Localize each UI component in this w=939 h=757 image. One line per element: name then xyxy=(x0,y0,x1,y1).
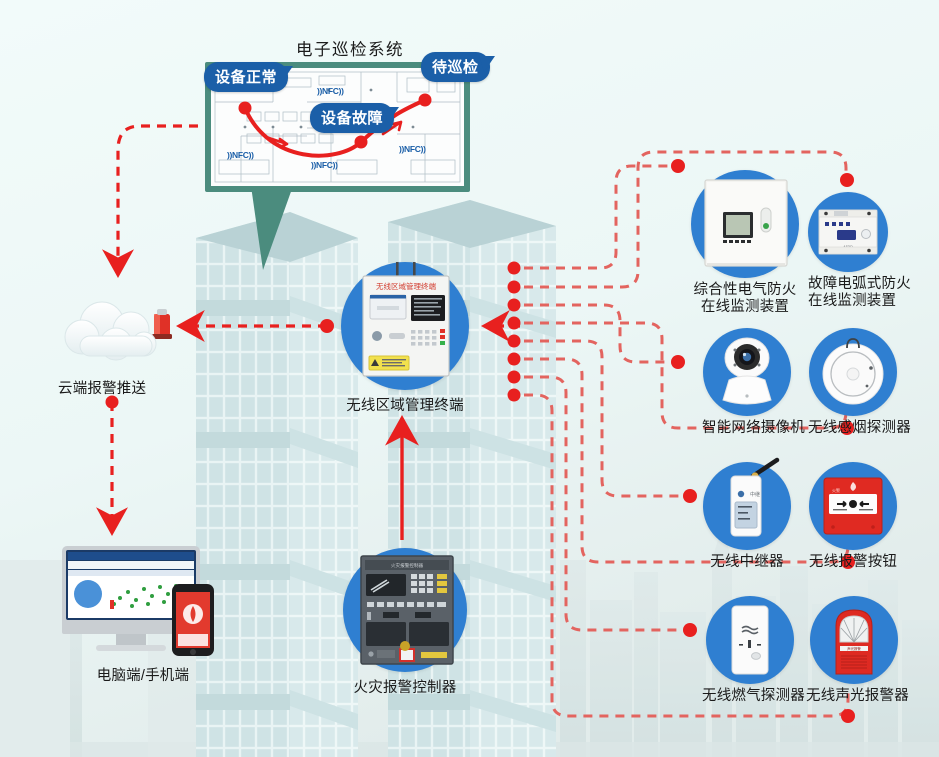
device-arc-fault-monitor[interactable]: AFDD 故障电弧式防火 在线监测装置 xyxy=(808,192,911,309)
wireless-repeater-icon: 中继 xyxy=(730,457,780,537)
controller-label: 火灾报警控制器 xyxy=(353,680,457,696)
wireless-area-terminal-icon: 无线区域管理终端 xyxy=(362,262,450,377)
cloud-alarm-push-node[interactable]: 云端报警推送 xyxy=(58,292,188,398)
device-label: 无线中继器 xyxy=(710,554,784,570)
device-gas-detector[interactable]: 无线燃气探测器 xyxy=(702,596,805,705)
fire-alarm-controller-icon: 火灾报警控制器 xyxy=(360,555,454,665)
terminal-disc: 无线区域管理终端 xyxy=(341,262,469,390)
callout-pointer xyxy=(251,186,293,270)
device-electric-fire-monitor[interactable]: 综合性电气防火 在线监测装置 xyxy=(690,170,800,315)
device-ip-camera[interactable]: 智能网络摄像机 xyxy=(702,328,805,437)
status-badge-normal[interactable]: 设备正常 xyxy=(204,62,294,92)
client-label: 电脑端/手机端 xyxy=(96,668,190,684)
device-label-line2: 在线监测装置 xyxy=(808,292,897,309)
fire-alarm-controller-node[interactable]: 火灾报警控制器 xyxy=(340,548,470,697)
device-label: 无线报警按钮 xyxy=(808,554,898,570)
device-disc: 中继 xyxy=(703,457,791,550)
sounder-beacon-icon: 声光报警 xyxy=(835,609,873,675)
device-label: 无线感烟探测器 xyxy=(808,420,911,436)
wireless-area-terminal-node[interactable]: 无线区域管理终端 xyxy=(340,262,470,415)
nfc-tag-3: ))NFC)) xyxy=(227,150,254,160)
page-title: 电子巡检系统 xyxy=(296,41,404,59)
cloud-label: 云端报警推送 xyxy=(58,381,147,397)
device-call-point[interactable]: 火警 无线报警按钮 xyxy=(808,462,898,571)
device-disc: 火警 xyxy=(809,462,897,550)
device-disc: AFDD xyxy=(808,192,888,272)
device-label-line2: 在线监测装置 xyxy=(700,298,790,315)
nfc-tag-4: ))NFC)) xyxy=(311,160,338,170)
nfc-tag-1: ))NFC)) xyxy=(317,86,344,96)
status-badge-fault[interactable]: 设备故障 xyxy=(310,103,400,133)
device-label: 故障电弧式防火 在线监测装置 xyxy=(808,276,911,309)
device-label: 无线燃气探测器 xyxy=(702,688,805,704)
desktop-and-phone-icon xyxy=(62,546,214,656)
controller-disc: 火灾报警控制器 xyxy=(343,548,467,672)
smoke-detector-icon xyxy=(822,338,884,405)
svg-text:无线区域管理终端: 无线区域管理终端 xyxy=(376,281,436,291)
device-disc xyxy=(706,596,794,684)
device-wireless-repeater[interactable]: 中继 无线中继器 xyxy=(702,457,792,571)
device-label: 无线声光报警器 xyxy=(806,688,909,704)
svg-text:火灾报警控制器: 火灾报警控制器 xyxy=(391,562,424,569)
device-label-line1: 故障电弧式防火 xyxy=(808,276,911,292)
arc-fault-detector-icon: AFDD xyxy=(818,209,878,255)
status-badge-pending[interactable]: 待巡检 xyxy=(421,52,494,82)
device-label: 智能网络摄像机 xyxy=(702,420,805,436)
device-disc: 声光报警 xyxy=(810,596,898,684)
terminal-label: 无线区域管理终端 xyxy=(346,398,464,414)
cloud-with-alarm-light-icon xyxy=(64,301,172,361)
electrical-fire-monitor-icon xyxy=(704,179,788,267)
device-label: 综合性电气防火 在线监测装置 xyxy=(690,282,800,315)
device-sounder-beacon[interactable]: 声光报警 无线声光报警器 xyxy=(806,596,909,705)
device-disc xyxy=(703,328,791,416)
gas-detector-icon xyxy=(731,605,769,675)
manual-call-point-icon: 火警 xyxy=(823,477,883,535)
svg-text:中继: 中继 xyxy=(750,491,760,498)
svg-text:火警: 火警 xyxy=(832,487,840,493)
device-disc xyxy=(691,170,799,278)
network-camera-icon xyxy=(722,337,772,405)
nfc-tag-2: ))NFC)) xyxy=(399,144,426,154)
svg-text:声光报警: 声光报警 xyxy=(847,646,861,651)
device-smoke-detector[interactable]: 无线感烟探测器 xyxy=(808,328,911,437)
device-disc xyxy=(809,328,897,416)
client-endpoints-node[interactable]: 电脑端/手机端 xyxy=(48,542,238,685)
device-label-line1: 综合性电气防火 xyxy=(693,282,797,298)
